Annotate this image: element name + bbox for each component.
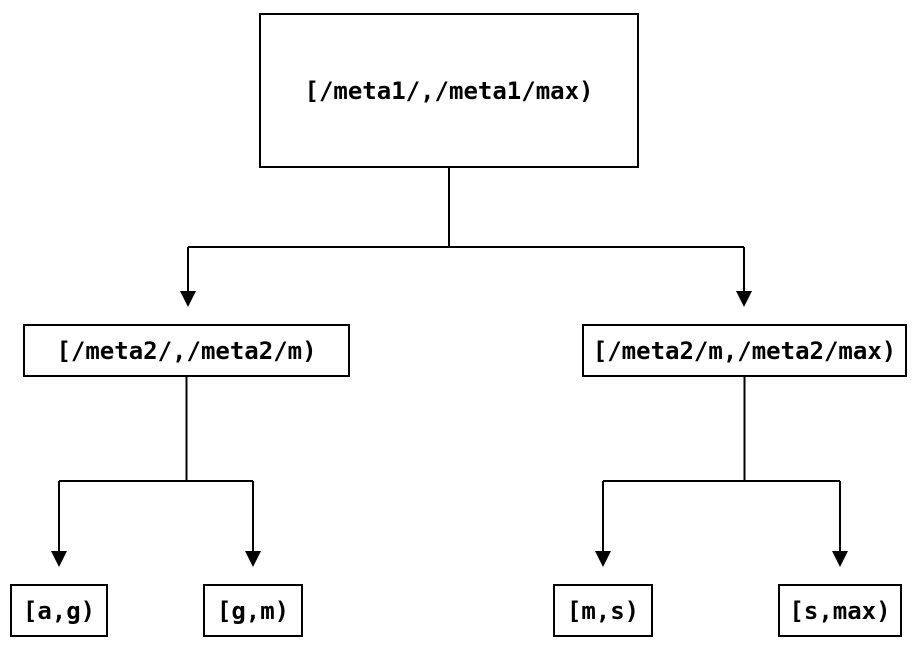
tree-node-leaf-gm: [g,m) bbox=[203, 584, 303, 637]
edge-midright-to-children bbox=[602, 377, 841, 551]
tree-node-leaf-ag-label: [a,g) bbox=[22, 596, 96, 625]
arrowhead-icon bbox=[51, 551, 67, 567]
tree-node-root-label: [/meta1/,/meta1/max) bbox=[304, 76, 594, 105]
tree-node-leaf-ms: [m,s) bbox=[553, 584, 653, 637]
tree-node-leaf-smax-label: [s,max) bbox=[789, 596, 891, 625]
edge-midleft-to-children bbox=[58, 377, 254, 551]
arrowhead-icon bbox=[180, 291, 196, 307]
arrowhead-icon bbox=[595, 551, 611, 567]
arrowhead-icon bbox=[832, 551, 848, 567]
tree-node-leaf-ms-label: [m,s) bbox=[566, 596, 640, 625]
tree-node-mid-left-label: [/meta2/,/meta2/m) bbox=[56, 336, 317, 365]
arrowhead-icon bbox=[245, 551, 261, 567]
tree-node-mid-right-label: [/meta2/m,/meta2/max) bbox=[592, 336, 897, 365]
tree-node-leaf-gm-label: [g,m) bbox=[216, 596, 290, 625]
edge-root-to-children bbox=[187, 168, 745, 291]
arrowhead-icon bbox=[736, 291, 752, 307]
tree-node-mid-left: [/meta2/,/meta2/m) bbox=[23, 324, 350, 377]
tree-node-mid-right: [/meta2/m,/meta2/max) bbox=[582, 324, 907, 377]
tree-node-root: [/meta1/,/meta1/max) bbox=[259, 13, 639, 168]
tree-node-leaf-ag: [a,g) bbox=[10, 584, 108, 637]
tree-node-leaf-smax: [s,max) bbox=[778, 584, 902, 637]
